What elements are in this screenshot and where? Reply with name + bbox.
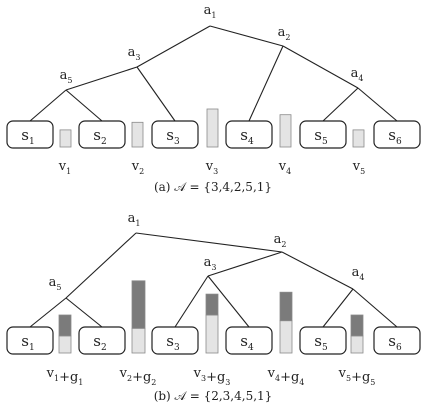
value-label-v5: v5 <box>352 159 365 176</box>
value-bar-v2 <box>131 121 144 148</box>
edge-a5-s2 <box>65 297 103 328</box>
edge-a4-s5 <box>322 87 359 122</box>
leaf-label-s4: s4 <box>240 126 254 147</box>
gain-bar-v1g1 <box>58 314 72 337</box>
leaf-label-s6: s6 <box>388 332 402 353</box>
node-label-a3: a3 <box>128 45 141 62</box>
leaf-label-s1: s1 <box>21 332 34 353</box>
value-bar-v2g2 <box>131 327 146 354</box>
leaf-box-s5 <box>299 326 347 355</box>
value-bar-v5 <box>352 129 365 148</box>
edge-a2-s4 <box>248 45 284 122</box>
caption-b: (b) 𝒜 = {2,3,4,5,1} <box>154 389 273 403</box>
value-label-v4: v4 <box>278 159 291 176</box>
edge-a5-s1 <box>29 297 67 328</box>
gain-bar-v4g4 <box>279 291 293 322</box>
value-bar-v1 <box>59 129 72 148</box>
edge-a3-s3 <box>174 275 209 328</box>
value-label-v2g2: v2+g2 <box>119 366 157 387</box>
edge-a2-a4 <box>282 45 359 89</box>
value-label-v3: v3 <box>205 159 218 176</box>
value-label-v4g4: v4+g4 <box>267 366 305 387</box>
panel-b: a1 a2 a3 a4 a5 s1 s2 s3 s4 s5 s6 v1+g1 v2+g2 v3+g3 v4+… <box>6 211 421 403</box>
edge-a1-a2 <box>209 25 284 47</box>
edge-a4-s6 <box>352 288 398 328</box>
value-bar-v3g3 <box>205 314 219 354</box>
edge-a5-s2 <box>65 89 103 122</box>
node-label-a4: a4 <box>352 265 365 282</box>
edge-a4-s6 <box>357 87 398 122</box>
value-bar-v1g1 <box>58 335 72 354</box>
gain-bar-v3g3 <box>205 293 219 316</box>
node-label-a1: a1 <box>128 211 141 228</box>
node-label-a3: a3 <box>204 255 217 272</box>
edge-a2-a3 <box>207 251 283 277</box>
value-label-v1g1: v1+g1 <box>46 366 84 387</box>
value-bar-v5g5 <box>350 335 364 354</box>
edge-a5-s1 <box>29 89 67 122</box>
leaf-box-s5 <box>299 120 347 149</box>
leaf-box-s4 <box>225 326 273 355</box>
leaf-label-s6: s6 <box>388 126 402 147</box>
gain-bar-v2g2 <box>131 280 146 329</box>
node-label-a2: a2 <box>278 25 291 42</box>
edge-a3-a5 <box>65 66 138 91</box>
leaf-label-s3: s3 <box>166 332 180 353</box>
edge-a1-a2 <box>135 232 283 253</box>
edge-a4-s5 <box>322 288 354 328</box>
edge-a2-a4 <box>281 251 354 290</box>
leaf-label-s3: s3 <box>166 126 180 147</box>
leaf-box-s1 <box>6 326 54 355</box>
value-label-v1: v1 <box>58 159 71 176</box>
leaf-label-s2: s2 <box>93 126 106 147</box>
value-label-v2: v2 <box>131 159 144 176</box>
value-bar-v4g4 <box>279 320 293 354</box>
leaf-label-s5: s5 <box>314 126 328 147</box>
leaf-box-s6 <box>373 326 421 355</box>
edge-a3-s4 <box>207 275 250 328</box>
value-bar-v3 <box>206 108 219 148</box>
value-label-v3g3: v3+g3 <box>193 366 231 387</box>
leaf-label-s2: s2 <box>93 332 106 353</box>
leaf-box-s6 <box>373 120 421 149</box>
value-label-v5g5: v5+g5 <box>338 366 376 387</box>
leaf-label-s5: s5 <box>314 332 328 353</box>
leaf-box-s2 <box>78 326 126 355</box>
node-label-a5: a5 <box>49 275 62 292</box>
leaf-box-s1 <box>6 120 54 149</box>
edge-a3-s3 <box>136 66 176 122</box>
leaf-box-s3 <box>151 326 199 355</box>
value-bar-v4 <box>279 114 292 148</box>
node-label-a1: a1 <box>204 3 217 20</box>
panel-a: a1 a2 a3 a4 a5 s1 s2 s3 s4 s5 s6 v1 v2 v3 v4 v5 (a) 𝒜 = … <box>6 3 421 194</box>
edge-a1-a5 <box>65 232 137 299</box>
gain-bar-v5g5 <box>350 314 364 337</box>
leaf-label-s1: s1 <box>21 126 34 147</box>
leaf-label-s4: s4 <box>240 332 254 353</box>
node-label-a2: a2 <box>274 232 287 249</box>
leaf-box-s4 <box>225 120 273 149</box>
node-label-a5: a5 <box>60 68 73 85</box>
leaf-box-s2 <box>78 120 126 149</box>
edge-a1-a3 <box>136 25 211 68</box>
node-label-a4: a4 <box>351 66 364 83</box>
leaf-box-s3 <box>151 120 199 149</box>
caption-a: (a) 𝒜 = {3,4,2,5,1} <box>154 180 272 194</box>
